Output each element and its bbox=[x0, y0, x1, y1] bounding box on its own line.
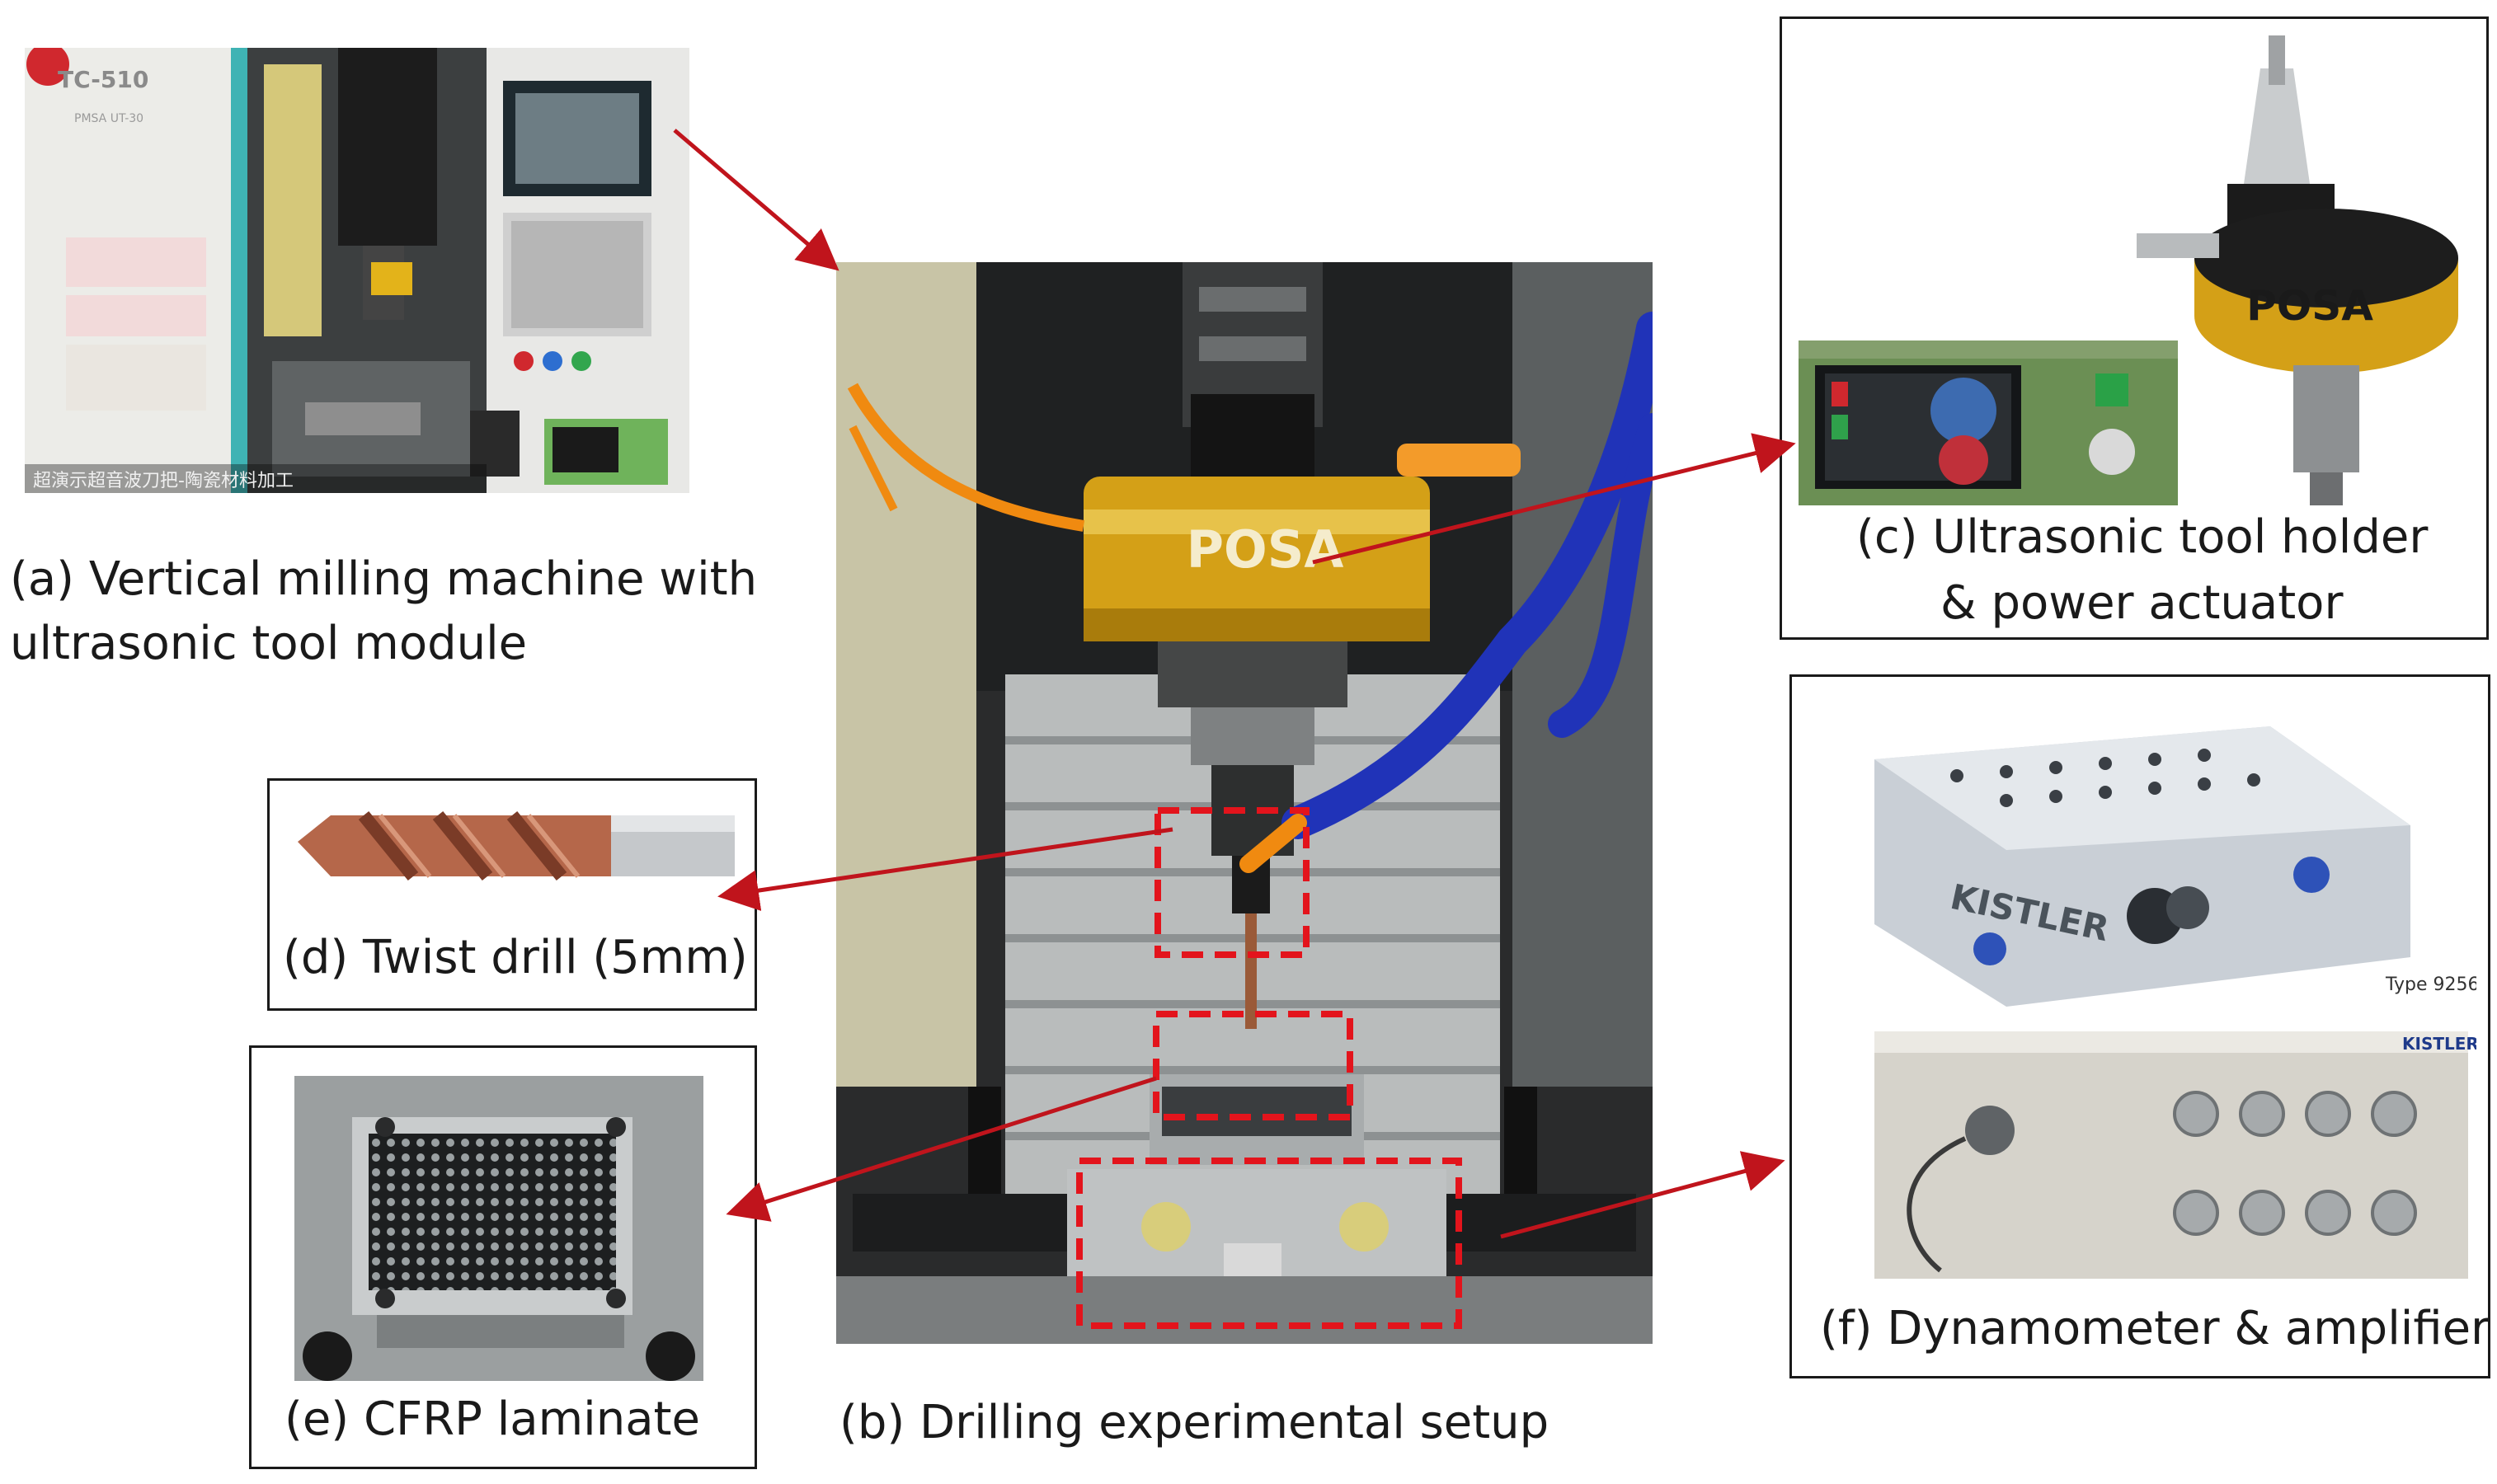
posa-brand-holder: POSA bbox=[2246, 282, 2373, 330]
watermark-text: 超演示超音波刀把-陶瓷材料加工 bbox=[33, 471, 294, 491]
caption-d: (d) Twist drill (5mm) bbox=[283, 931, 748, 984]
drilling-setup-illustration: POSA bbox=[836, 262, 1669, 1344]
machine-model-text: TC-510 bbox=[58, 66, 148, 93]
caption-a-line1: (a) Vertical milling machine with bbox=[10, 552, 758, 606]
caption-b: (b) Drilling experimental setup bbox=[839, 1396, 1549, 1449]
milling-machine-illustration: TC-510 PMSA UT-30 超演示超音波刀把-陶瓷材料加工 bbox=[25, 43, 689, 493]
posa-brand-ring: POSA bbox=[1187, 519, 1344, 580]
caption-a-line2: ultrasonic tool module bbox=[10, 617, 528, 670]
twist-drill-illustration bbox=[298, 810, 735, 881]
dynamometer-illustration: KISTLER Type 9256C2 KISTLER bbox=[1874, 726, 2476, 1279]
arrow-a-to-b bbox=[673, 129, 839, 271]
cfrp-laminate-illustration bbox=[294, 1076, 703, 1381]
kistler-type-text: Type 9256C2 bbox=[2385, 974, 2476, 995]
highlight-dynamometer-box bbox=[1076, 1158, 1462, 1329]
arrow-b-to-e bbox=[726, 1076, 1157, 1222]
tool-holder-illustration: POSA bbox=[1799, 35, 2458, 505]
panel-d: (d) Twist drill (5mm) bbox=[267, 778, 757, 1011]
kistler-logo-amp: KISTLER bbox=[2402, 1034, 2476, 1054]
photo-drilling-setup: POSA bbox=[836, 262, 1669, 1344]
arrow-b-to-c bbox=[1312, 433, 1796, 565]
panel-e: (e) CFRP laminate bbox=[249, 1045, 757, 1469]
arrow-b-to-f bbox=[1500, 1151, 1785, 1239]
panel-c: POSA (c) Ultrasonic tool holder & power … bbox=[1780, 16, 2489, 640]
arrow-b-to-d bbox=[717, 827, 1173, 911]
photo-milling-machine: TC-510 PMSA UT-30 超演示超音波刀把-陶瓷材料加工 bbox=[25, 43, 689, 493]
caption-e: (e) CFRP laminate bbox=[284, 1392, 700, 1446]
caption-c-line2: & power actuator bbox=[1940, 576, 2344, 630]
caption-f: (f) Dynamometer & amplifier bbox=[1820, 1302, 2490, 1355]
machine-sub-text: PMSA UT-30 bbox=[74, 112, 143, 125]
panel-f: KISTLER Type 9256C2 KISTLER (f) Dynamome… bbox=[1789, 674, 2490, 1378]
caption-c-line1: (c) Ultrasonic tool holder bbox=[1856, 510, 2429, 564]
highlight-laminate-box bbox=[1153, 1011, 1353, 1120]
highlight-drill-box bbox=[1154, 807, 1310, 958]
